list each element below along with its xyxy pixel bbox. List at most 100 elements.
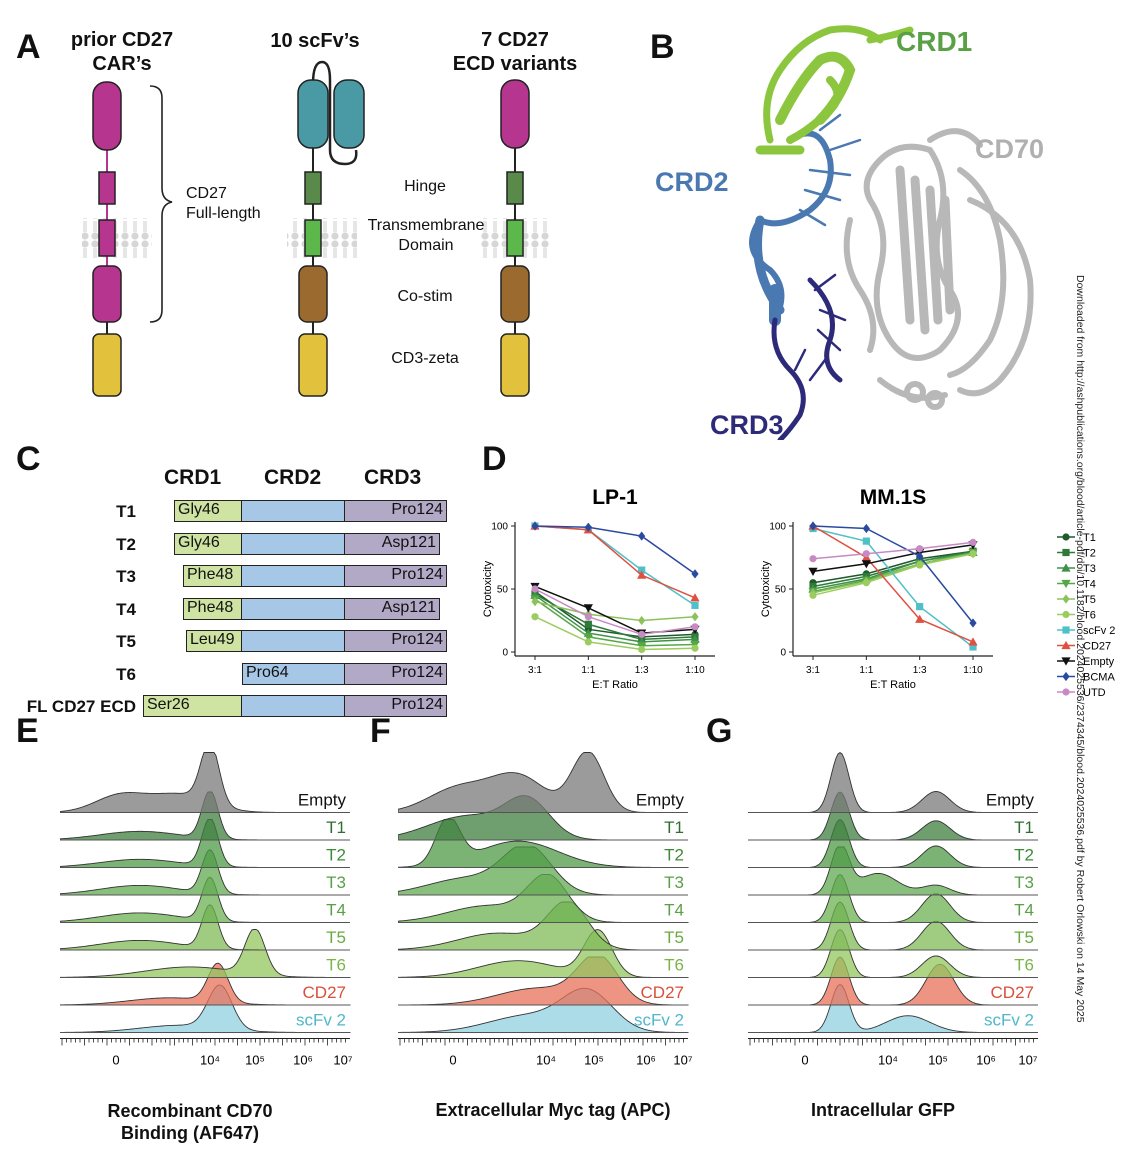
costim-domain-2 [298, 265, 328, 323]
x-tick-label: 1:1 [581, 665, 595, 676]
crd-end-residue: Pro124 [391, 663, 443, 681]
histogram-track-scfv-2: scFv 2 [398, 987, 689, 1033]
data-point [808, 567, 818, 576]
cd27-cd70-structure [749, 25, 1034, 440]
data-point [969, 550, 977, 558]
data-point [638, 630, 646, 638]
data-point [862, 537, 870, 545]
series-t6 [531, 613, 699, 654]
track-label: Empty [298, 791, 347, 810]
track-label: T5 [1014, 928, 1034, 947]
data-point [809, 521, 817, 531]
hist-tick-label: 10⁷ [333, 1053, 352, 1068]
crd1-ribbon [755, 25, 914, 155]
track-label: T4 [326, 901, 346, 920]
track-label: CD27 [303, 983, 346, 1002]
panel-g-xlabel: Intracellular GFP [810, 1100, 956, 1120]
legend-item: T6 [1057, 610, 1096, 622]
track-label: CD27 [991, 983, 1034, 1002]
crd-start-residue: Phe48 [187, 598, 234, 616]
chart-title: MM.1S [860, 486, 927, 509]
crd3-ribbon [771, 273, 847, 440]
crd-end-residue: Pro124 [391, 566, 443, 583]
histogram-track-t2: T2 [60, 819, 350, 868]
series-cd27 [530, 521, 700, 602]
label-transmembrane: Transmembrane Domain [358, 216, 494, 256]
histogram-track-empty: Empty [748, 751, 1038, 813]
hist-tick-label: 10⁶ [293, 1053, 313, 1068]
hist-tick-label: 10⁵ [584, 1053, 604, 1068]
histogram-track-t4: T4 [748, 873, 1038, 923]
data-point [861, 560, 871, 569]
crd2-segment [241, 597, 345, 620]
crd-start-residue: Gly46 [178, 533, 220, 551]
hist-tick-label: 10⁷ [673, 1053, 692, 1068]
crd-row-name: FL CD27 ECD [26, 697, 136, 716]
membrane-2 [287, 218, 357, 258]
data-point [968, 637, 978, 646]
legend-label: T1 [1083, 532, 1096, 544]
track-label: CD27 [641, 983, 684, 1002]
scfv-vh-domain [297, 79, 329, 149]
panel-a-col1-title: prior CD27 CAR’s [62, 28, 182, 76]
label-crd1: CRD1 [896, 26, 973, 57]
cd3zeta-domain-3 [500, 333, 530, 397]
crd3-segment [344, 565, 447, 587]
crd-start-residue: Pro64 [246, 663, 289, 681]
histogram-curve [748, 846, 1038, 896]
crd3-segment [344, 597, 440, 620]
brace-label-line2: Full-length [186, 205, 261, 222]
panel-a-col3-title: 7 CD27 ECD variants [440, 28, 590, 76]
legend-marker [1062, 671, 1070, 682]
membrane-1 [82, 218, 152, 258]
hist-tick-label: 0 [449, 1053, 456, 1068]
series-line [534, 594, 696, 643]
legend-label: Empty [1083, 656, 1115, 668]
data-point [691, 569, 699, 579]
legend-marker [1062, 610, 1070, 619]
y-tick-label: 50 [497, 585, 509, 596]
series-t4 [530, 595, 700, 651]
legend-marker [1062, 533, 1070, 541]
series-line [534, 525, 696, 575]
crd-end-residue: Asp121 [381, 533, 436, 551]
legend-marker [1061, 657, 1071, 666]
crd-start-residue: Leu49 [190, 631, 235, 648]
col1-title-line1: prior CD27 [70, 29, 174, 51]
track-label: T6 [1014, 956, 1034, 975]
histogram-curve [398, 956, 689, 1006]
histogram-track-t3: T3 [748, 846, 1038, 896]
series-line [534, 525, 696, 607]
y-tick-label: 100 [491, 522, 508, 533]
legend-marker [1062, 548, 1070, 557]
data-point [862, 550, 870, 558]
crd3-segment [344, 500, 447, 522]
hist-tick-label: 10⁶ [976, 1053, 996, 1068]
crd3-segment [344, 630, 447, 652]
data-point [531, 585, 539, 593]
histogram-curve [748, 818, 1038, 868]
series-t1 [809, 547, 977, 587]
legend-label: T6 [1083, 610, 1096, 622]
series-line [534, 590, 696, 638]
data-point [690, 593, 700, 602]
tm-domain-2 [304, 219, 322, 257]
track-label: T2 [326, 846, 346, 865]
label-transmembrane-line2: Domain [398, 237, 454, 254]
series-line [534, 600, 696, 622]
download-note: Downloaded from http://ashpublications.o… [1074, 275, 1102, 1075]
crd3-segment [344, 695, 447, 717]
crd2-segment [241, 565, 345, 587]
x-tick-label: 3:1 [806, 665, 820, 676]
histogram-track-t4: T4 [60, 876, 350, 923]
legend-label: T4 [1083, 579, 1096, 591]
panel-e-xlabel-line2: Binding (AF647) [121, 1123, 259, 1143]
series-line [812, 527, 974, 648]
legend-item: T4 [1057, 579, 1096, 591]
col3-title-line2: ECD variants [452, 53, 578, 75]
legend-label: UTD [1083, 687, 1106, 699]
cd27-ecd-domain [92, 81, 122, 151]
scfv-vl-domain [333, 79, 365, 149]
track-label: T1 [664, 818, 684, 837]
